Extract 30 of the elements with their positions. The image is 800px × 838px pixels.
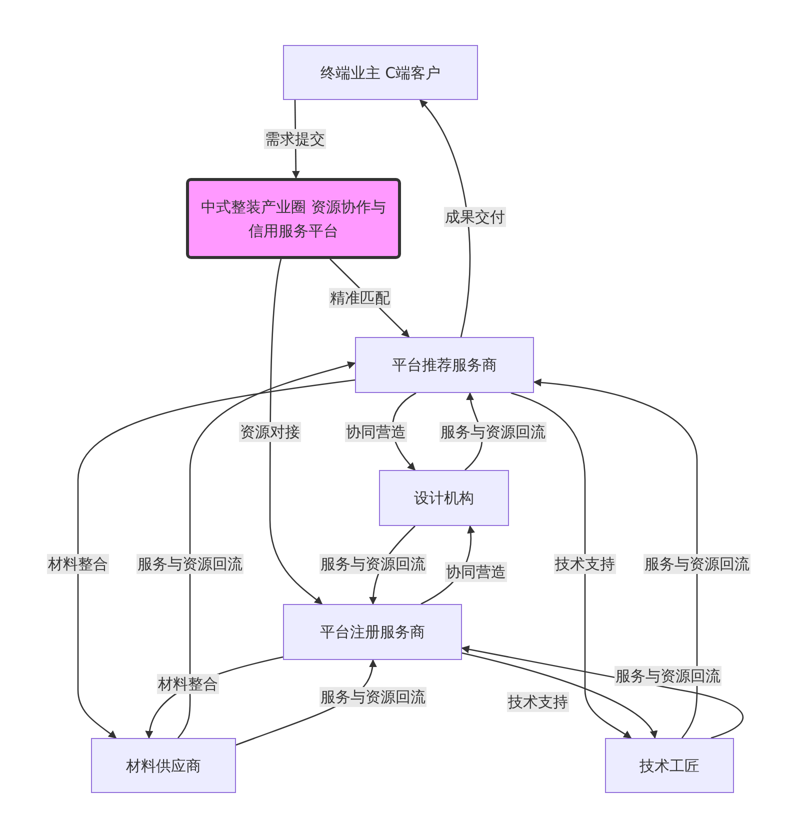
edge-label: 服务与资源回流 bbox=[614, 666, 722, 686]
edge-label: 精准匹配 bbox=[329, 288, 391, 308]
process-box: 材料供应商 bbox=[91, 738, 236, 793]
edge-label: 技术支持 bbox=[554, 554, 616, 574]
edge-label: 服务与资源回流 bbox=[320, 554, 426, 574]
edge-label: 服务与资源回流 bbox=[136, 554, 244, 574]
arrow bbox=[178, 361, 356, 738]
arrow bbox=[533, 378, 698, 738]
edge-label: 技术支持 bbox=[507, 692, 569, 712]
edge-label: 服务与资源回流 bbox=[320, 687, 426, 707]
process-box: 设计机构 bbox=[379, 470, 509, 526]
edge-label: 成果交付 bbox=[444, 207, 506, 227]
arrow bbox=[77, 379, 356, 739]
arrow bbox=[510, 392, 632, 739]
edge-label: 材料整合 bbox=[157, 674, 219, 694]
edge-label: 材料整合 bbox=[47, 554, 109, 574]
arrow bbox=[419, 99, 471, 338]
arrow bbox=[269, 258, 323, 604]
edge-label: 服务与资源回流 bbox=[644, 554, 750, 574]
process-box: 平台推荐服务商 bbox=[355, 337, 534, 393]
edge-label: 资源对接 bbox=[239, 422, 301, 442]
process-box: 终端业主 C端客户 bbox=[283, 45, 478, 100]
process-box: 平台注册服务商 bbox=[283, 604, 462, 660]
arrow bbox=[462, 652, 656, 739]
process-box: 中式整装产业圈 资源协作与信用服务平台 bbox=[186, 178, 401, 259]
process-box: 技术工匠 bbox=[605, 738, 734, 793]
edge-label: 协同营造 bbox=[345, 422, 407, 442]
edge-label: 协同营造 bbox=[445, 562, 507, 582]
edge-label: 需求提交 bbox=[264, 129, 326, 149]
edge-label: 服务与资源回流 bbox=[440, 422, 546, 442]
